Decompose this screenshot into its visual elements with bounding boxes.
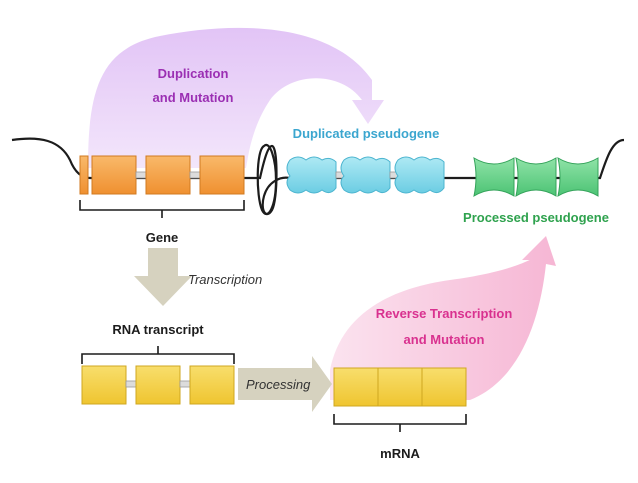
mrna-exons — [333, 367, 467, 407]
duplicated-pseudogene-exons — [286, 156, 445, 194]
duplication-label-line1: Duplication — [157, 66, 229, 81]
reverse-transcription-label-line1: Reverse Transcription — [375, 306, 513, 321]
gene-bracket — [79, 200, 245, 218]
processing-arrow — [238, 356, 332, 412]
gene-exons — [79, 155, 245, 195]
rna-transcript-bracket — [81, 346, 235, 364]
transcription-arrow — [134, 248, 192, 306]
rna-transcript-label: RNA transcript — [112, 322, 204, 337]
reverse-transcription-label-line2: and Mutation — [403, 332, 485, 347]
duplicated-pseudogene-label: Duplicated pseudogene — [292, 126, 440, 141]
processed-pseudogene-label: Processed pseudogene — [463, 210, 609, 225]
gene-label: Gene — [145, 230, 179, 245]
duplication-label-line2: and Mutation — [152, 90, 234, 105]
mrna-bracket — [333, 414, 467, 432]
dna-loop — [256, 143, 278, 216]
transcription-label: Transcription — [188, 272, 263, 287]
processing-label: Processing — [246, 377, 311, 392]
duplication-arrow — [88, 27, 384, 168]
mrna-label: mRNA — [380, 446, 420, 461]
reverse-transcription-arrow — [330, 236, 556, 400]
rna-transcript-exons — [81, 365, 235, 405]
processed-pseudogene-exons — [473, 156, 599, 198]
